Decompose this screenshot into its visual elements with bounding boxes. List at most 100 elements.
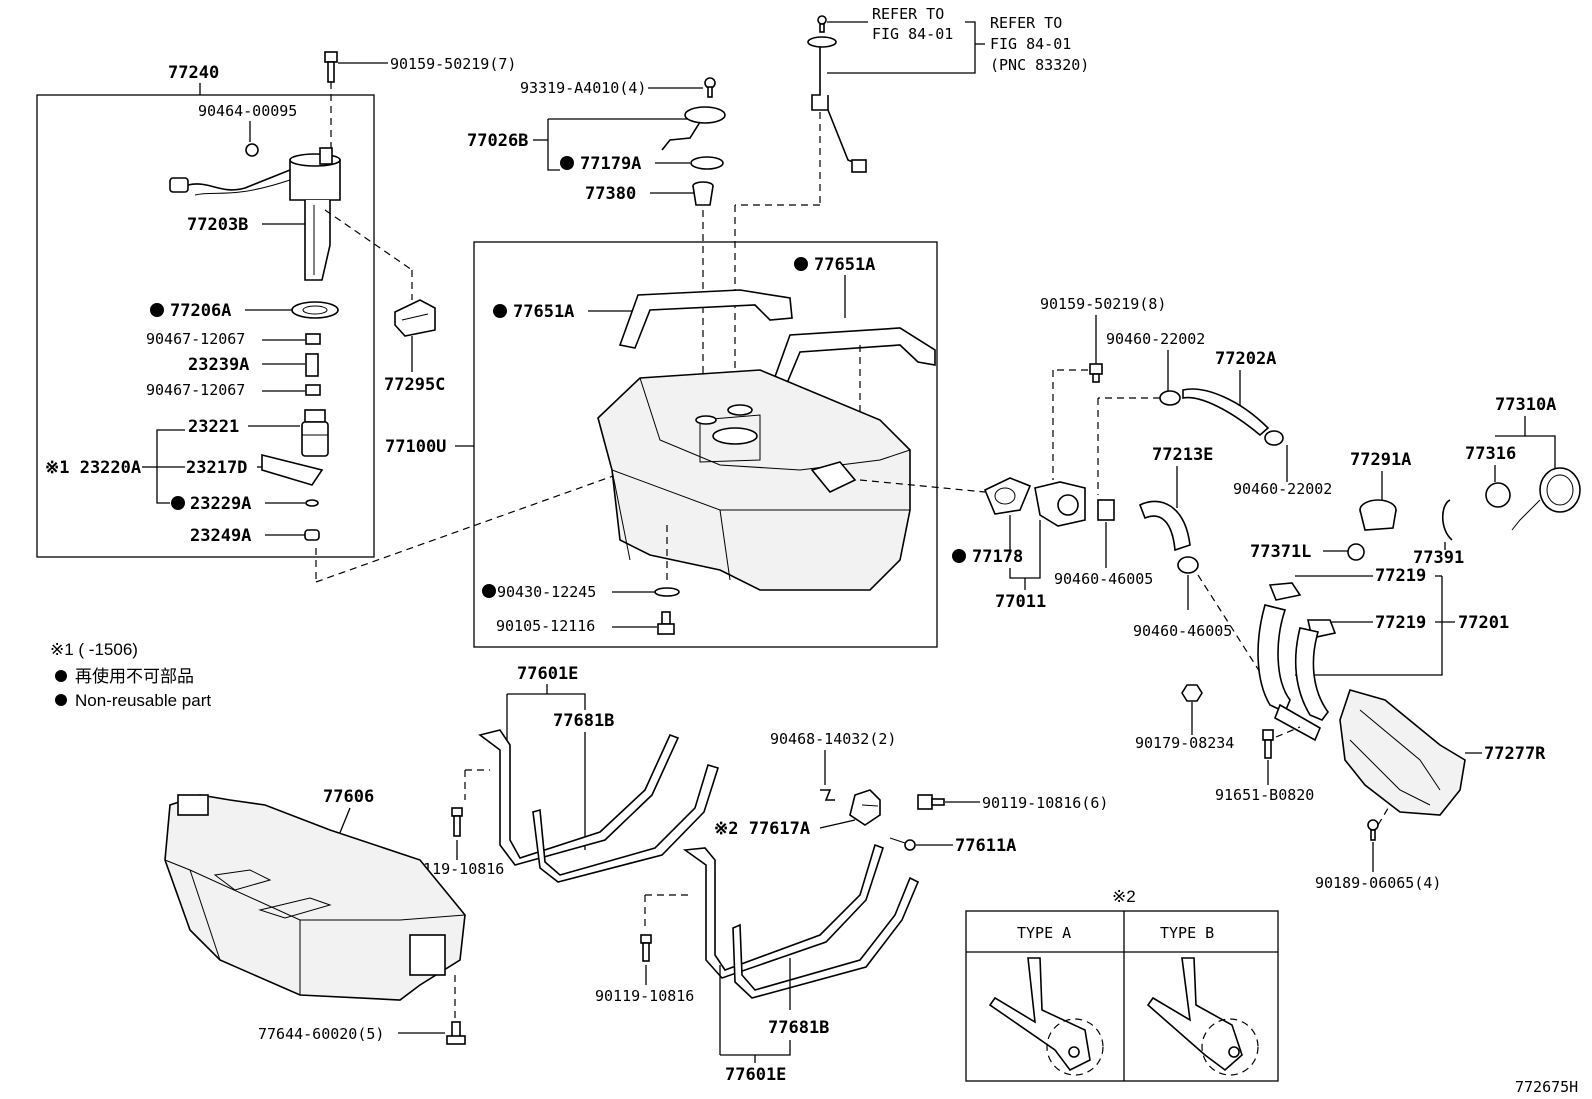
label-77291A[interactable]: 77291A xyxy=(1350,450,1411,470)
label-90159-50219-8[interactable]: 90159-50219(8) xyxy=(1040,295,1166,313)
label-77202A[interactable]: 77202A xyxy=(1215,349,1276,369)
label-77179A[interactable]: 77179A xyxy=(580,154,641,174)
bolt-icon xyxy=(917,794,945,810)
gasket-icon xyxy=(690,156,724,170)
label-77601E-top[interactable]: 77601E xyxy=(517,664,578,684)
label-77277R[interactable]: 77277R xyxy=(1484,744,1546,764)
fuel-tank-protector-icon xyxy=(164,794,466,1001)
label-77651A-left[interactable]: 77651A xyxy=(513,302,574,322)
bolt-icon xyxy=(451,807,463,837)
note-japanese: 再使用不可部品 xyxy=(75,666,194,686)
clip-icon xyxy=(820,789,835,801)
label-90460-46005-a[interactable]: 90460-46005 xyxy=(1054,570,1153,588)
label-77380[interactable]: 77380 xyxy=(585,184,636,204)
label-90464-00095[interactable]: 90464-00095 xyxy=(198,102,297,120)
cushion-icon xyxy=(304,529,320,541)
bottom-center-group: 90468-14032(2) 90119-10816(6) ※2 77617A … xyxy=(595,730,1108,1085)
label-90467-12067-a[interactable]: 90467-12067 xyxy=(146,330,245,348)
type-detail-box xyxy=(965,910,1279,1082)
sender-gauge-group: 93319-A4010(4) 77026B 77179A 77380 xyxy=(467,77,726,410)
refer-to-1: REFER TO xyxy=(872,5,944,23)
label-77219-b[interactable]: 77219 xyxy=(1375,613,1426,633)
label-23220A[interactable]: ※1 23220A xyxy=(45,458,141,478)
note-range: ※1 ( -1506) xyxy=(50,640,138,659)
label-77203B[interactable]: 77203B xyxy=(187,215,248,235)
fuel-pump-assembly-group: 77240 90159-50219(7) 90464-00095 77203B … xyxy=(36,51,701,583)
label-77011[interactable]: 77011 xyxy=(995,592,1046,612)
label-77601E-bottom[interactable]: 77601E xyxy=(725,1065,786,1085)
label-77201[interactable]: 77201 xyxy=(1458,613,1509,633)
type-b-label[interactable]: TYPE B xyxy=(1160,924,1214,942)
label-90460-46005-b[interactable]: 90460-46005 xyxy=(1133,622,1232,640)
clamp-icon xyxy=(305,384,321,396)
label-90159-50219-7[interactable]: 90159-50219(7) xyxy=(390,55,516,73)
label-77681B-bottom[interactable]: 77681B xyxy=(768,1018,829,1038)
clamp-icon xyxy=(305,333,321,345)
refer-to-fig-group: REFER TO FIG 84-01 REFER TO FIG 84-01 (P… xyxy=(734,5,1089,410)
filler-pipe-group: 90159-50219(8) 90460-22002 77202A 90460-… xyxy=(859,295,1581,892)
notes-group: ※1 ( -1506) 再使用不可部品 Non-reusable part xyxy=(50,640,211,710)
refer-to-2: REFER TO xyxy=(990,14,1062,32)
clamp-icon xyxy=(1159,390,1181,406)
label-90179-08234[interactable]: 90179-08234 xyxy=(1135,734,1234,752)
label-77206A[interactable]: 77206A xyxy=(170,301,231,321)
label-77644-60020-5[interactable]: 77644-60020(5) xyxy=(258,1025,384,1043)
label-23249A[interactable]: 23249A xyxy=(190,526,251,546)
label-77617A[interactable]: ※2 77617A xyxy=(714,819,810,839)
drain-plug-icon xyxy=(657,611,675,635)
non-reusable-dot-icon xyxy=(794,257,808,271)
label-77651A-right[interactable]: 77651A xyxy=(814,255,875,275)
label-90105-12116[interactable]: 90105-12116 xyxy=(496,617,595,635)
fuel-tank-group: 77100U 77651A 77651A 90430-12245 9 xyxy=(385,241,938,648)
label-77310A[interactable]: 77310A xyxy=(1495,395,1556,415)
non-reusable-dot-icon xyxy=(150,303,164,317)
fuel-pump-bracket-icon xyxy=(169,147,341,281)
label-23217D[interactable]: 23217D xyxy=(186,458,247,478)
label-77100U[interactable]: 77100U xyxy=(385,437,446,457)
label-90460-22002-a[interactable]: 90460-22002 xyxy=(1106,330,1205,348)
label-23221[interactable]: 23221 xyxy=(188,417,239,437)
bolt-icon xyxy=(1089,363,1103,383)
non-reusable-dot-icon xyxy=(560,156,574,170)
bolt-icon xyxy=(640,934,652,962)
label-77371L[interactable]: 77371L xyxy=(1250,542,1311,562)
label-90460-22002-b[interactable]: 90460-22002 xyxy=(1233,480,1332,498)
label-77611A[interactable]: 77611A xyxy=(955,836,1016,856)
type-mark: ※2 xyxy=(1112,887,1136,906)
label-77240[interactable]: 77240 xyxy=(168,63,219,83)
label-23239A[interactable]: 23239A xyxy=(188,355,249,375)
type-a-label[interactable]: TYPE A xyxy=(1017,924,1071,942)
note-english: Non-reusable part xyxy=(75,691,211,710)
label-90468-14032-2[interactable]: 90468-14032(2) xyxy=(770,730,896,748)
tank-band-icon xyxy=(770,327,936,389)
label-91651-B0820[interactable]: 91651-B0820 xyxy=(1215,786,1314,804)
non-reusable-dot-icon xyxy=(55,670,67,682)
clamp-icon xyxy=(245,143,259,157)
non-reusable-dot-icon xyxy=(952,549,966,563)
label-77391[interactable]: 77391 xyxy=(1413,548,1464,568)
label-77219-a[interactable]: 77219 xyxy=(1375,566,1426,586)
label-77316[interactable]: 77316 xyxy=(1465,444,1516,464)
label-77606[interactable]: 77606 xyxy=(323,787,374,807)
o-ring-icon xyxy=(1347,543,1365,561)
fig-84-01-2[interactable]: FIG 84-01 xyxy=(990,35,1071,53)
label-90189-06065-4[interactable]: 90189-06065(4) xyxy=(1315,874,1441,892)
label-90119-10816-6[interactable]: 90119-10816(6) xyxy=(982,794,1108,812)
label-77295C[interactable]: 77295C xyxy=(384,375,445,395)
fuel-tank-icon xyxy=(597,369,911,591)
label-77681B-top[interactable]: 77681B xyxy=(553,711,614,731)
label-90467-12067-b[interactable]: 90467-12067 xyxy=(146,381,245,399)
fig-84-01-1[interactable]: FIG 84-01 xyxy=(872,25,953,43)
screw-icon xyxy=(817,15,827,33)
label-77178[interactable]: 77178 xyxy=(972,547,1023,567)
fuel-tank-box xyxy=(473,241,938,648)
tank-strap-icon xyxy=(682,843,920,999)
label-90430-12245[interactable]: 90430-12245 xyxy=(497,583,596,601)
label-77213E[interactable]: 77213E xyxy=(1152,445,1213,465)
label-90119-10816-b[interactable]: 90119-10816 xyxy=(595,987,694,1005)
label-23229A[interactable]: 23229A xyxy=(190,494,251,514)
label-93319-A4010-4[interactable]: 93319-A4010(4) xyxy=(520,79,646,97)
label-77026B[interactable]: 77026B xyxy=(467,131,528,151)
screw-icon xyxy=(704,77,716,98)
